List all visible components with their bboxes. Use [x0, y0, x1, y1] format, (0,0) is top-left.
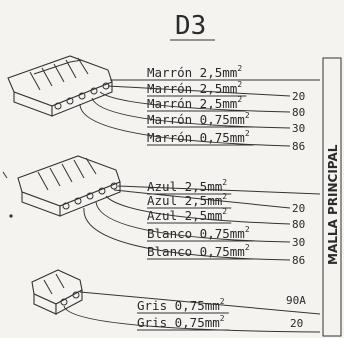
label-group-3: Gris 0,75mm2 90A Gris 0,75mm2 20 [137, 294, 306, 331]
wire-number: 20 [292, 90, 305, 103]
wire-number: 80 [292, 218, 305, 231]
label-group-1: Marrón 2,5mm2 Marrón 2,5mm2 20 Marrón 2,… [147, 64, 305, 153]
wire-number: 80 [292, 106, 305, 119]
wire-label: Marrón 2,5mm2 [147, 64, 242, 80]
wire-number: 86 [292, 140, 305, 153]
wire-number: 20 [292, 202, 305, 215]
wire [79, 103, 291, 147]
wire [113, 189, 291, 209]
wire-number: 86 [292, 254, 305, 267]
label-group-2: Azul 2,5mm2 Azul 2,5mm2 20 Azul 2,5mm2 8… [147, 178, 305, 267]
wire-group-2 [83, 185, 321, 261]
wire-label: Blanco 0,75mm2 [147, 243, 250, 259]
stray-mark [2, 171, 8, 179]
connector-block-1 [7, 55, 113, 117]
wire-number: 20 [290, 317, 303, 330]
wire-label: Marrón 0,75mm2 [147, 129, 250, 145]
wire [83, 207, 291, 261]
wire [63, 305, 321, 333]
wire [105, 195, 291, 225]
wire-number: 30 [292, 236, 305, 249]
wire [107, 85, 291, 97]
wire-group-3 [63, 291, 321, 333]
connector-block-2 [17, 155, 121, 217]
wire [99, 91, 291, 113]
wire-number: 30 [292, 122, 305, 135]
wire-label: Marrón 2,5mm2 [147, 95, 242, 111]
wire-label: Gris 0,75mm2 [137, 297, 225, 313]
wire [117, 185, 321, 195]
main-bus-box [322, 57, 342, 337]
main-bus-label: MALLA PRINCIPAL [326, 144, 340, 265]
wire-label: Blanco 0,75mm2 [147, 225, 250, 241]
wire-label: Azul 2,5mm2 [147, 178, 227, 194]
wire-label: Gris 0,75mm2 [137, 314, 225, 330]
wire-number: 90A [286, 294, 306, 307]
wire-label: Azul 2,5mm2 [147, 207, 227, 223]
connector-block-3 [31, 269, 83, 315]
wire-label: Marrón 2,5mm2 [147, 80, 242, 96]
wire [79, 291, 321, 315]
wire-label: Azul 2,5mm2 [147, 192, 227, 208]
wire-label: Marrón 0,75mm2 [147, 111, 250, 127]
diagram-title: D3 [175, 11, 206, 41]
stray-dot [9, 214, 13, 218]
